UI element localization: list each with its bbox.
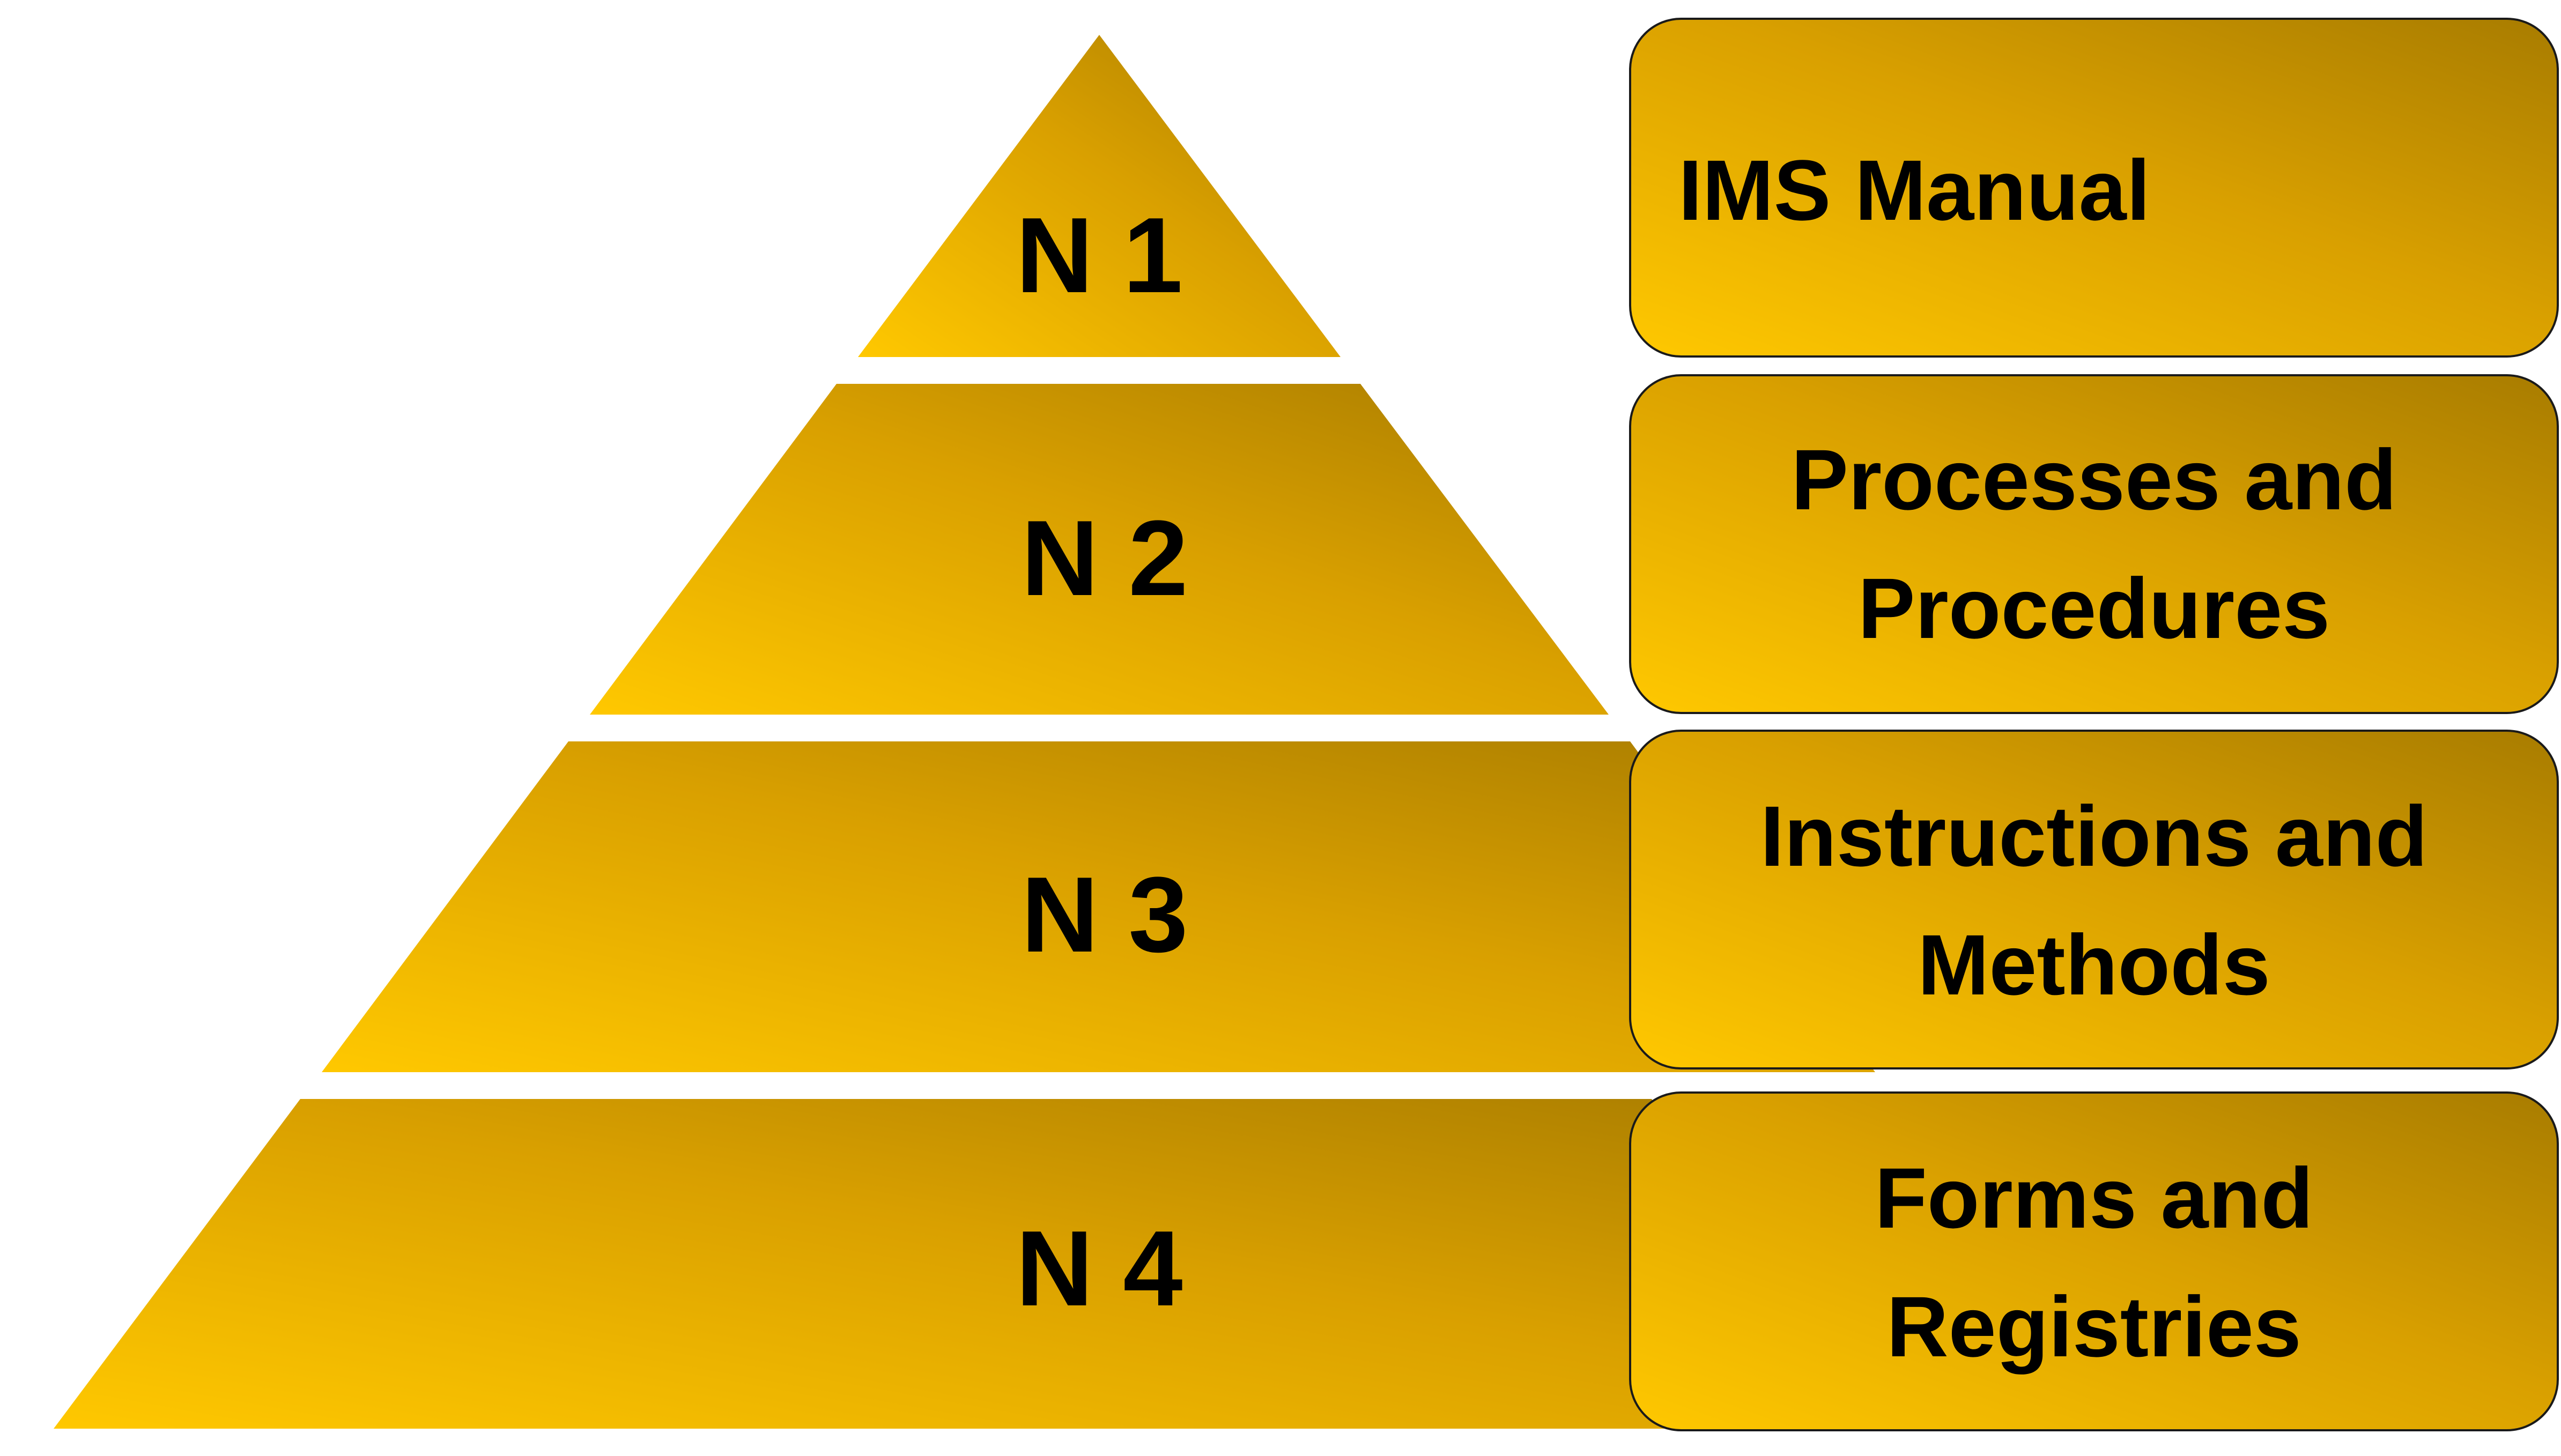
description-box-n3	[1629, 730, 2559, 1069]
description-box-n4	[1629, 1091, 2559, 1431]
pyramid-tier-n4	[54, 1099, 1897, 1429]
description-text-n3-line1: Instructions and	[1760, 788, 2428, 884]
description-boxes	[1629, 18, 2559, 1431]
level-label-n1: N 1	[1016, 196, 1182, 315]
description-text-n2-line2: Procedures	[1858, 560, 2330, 656]
pyramid-tier-n1	[858, 35, 1341, 357]
pyramid-tier-n2	[590, 384, 1609, 715]
description-box-n2	[1629, 374, 2559, 714]
level-label-n4: N 4	[1016, 1209, 1182, 1328]
description-text-n2-line1: Processes and	[1791, 432, 2397, 528]
description-texts: IMS Manual Processes and Procedures Inst…	[1678, 142, 2427, 1375]
pyramid	[54, 35, 1897, 1429]
description-text-n1-line1: IMS Manual	[1678, 142, 2150, 238]
description-text-n4-line1: Forms and	[1875, 1150, 2313, 1246]
description-text-n3-line2: Methods	[1918, 917, 2270, 1013]
description-text-n4-line2: Registries	[1886, 1279, 2301, 1375]
level-label-n2: N 2	[1021, 499, 1188, 618]
level-label-n3: N 3	[1021, 855, 1188, 975]
pyramid-tier-n3	[322, 741, 1875, 1072]
level-labels: N 1 N 2 N 3 N 4	[1016, 196, 1188, 1328]
description-box-n1	[1629, 18, 2559, 358]
